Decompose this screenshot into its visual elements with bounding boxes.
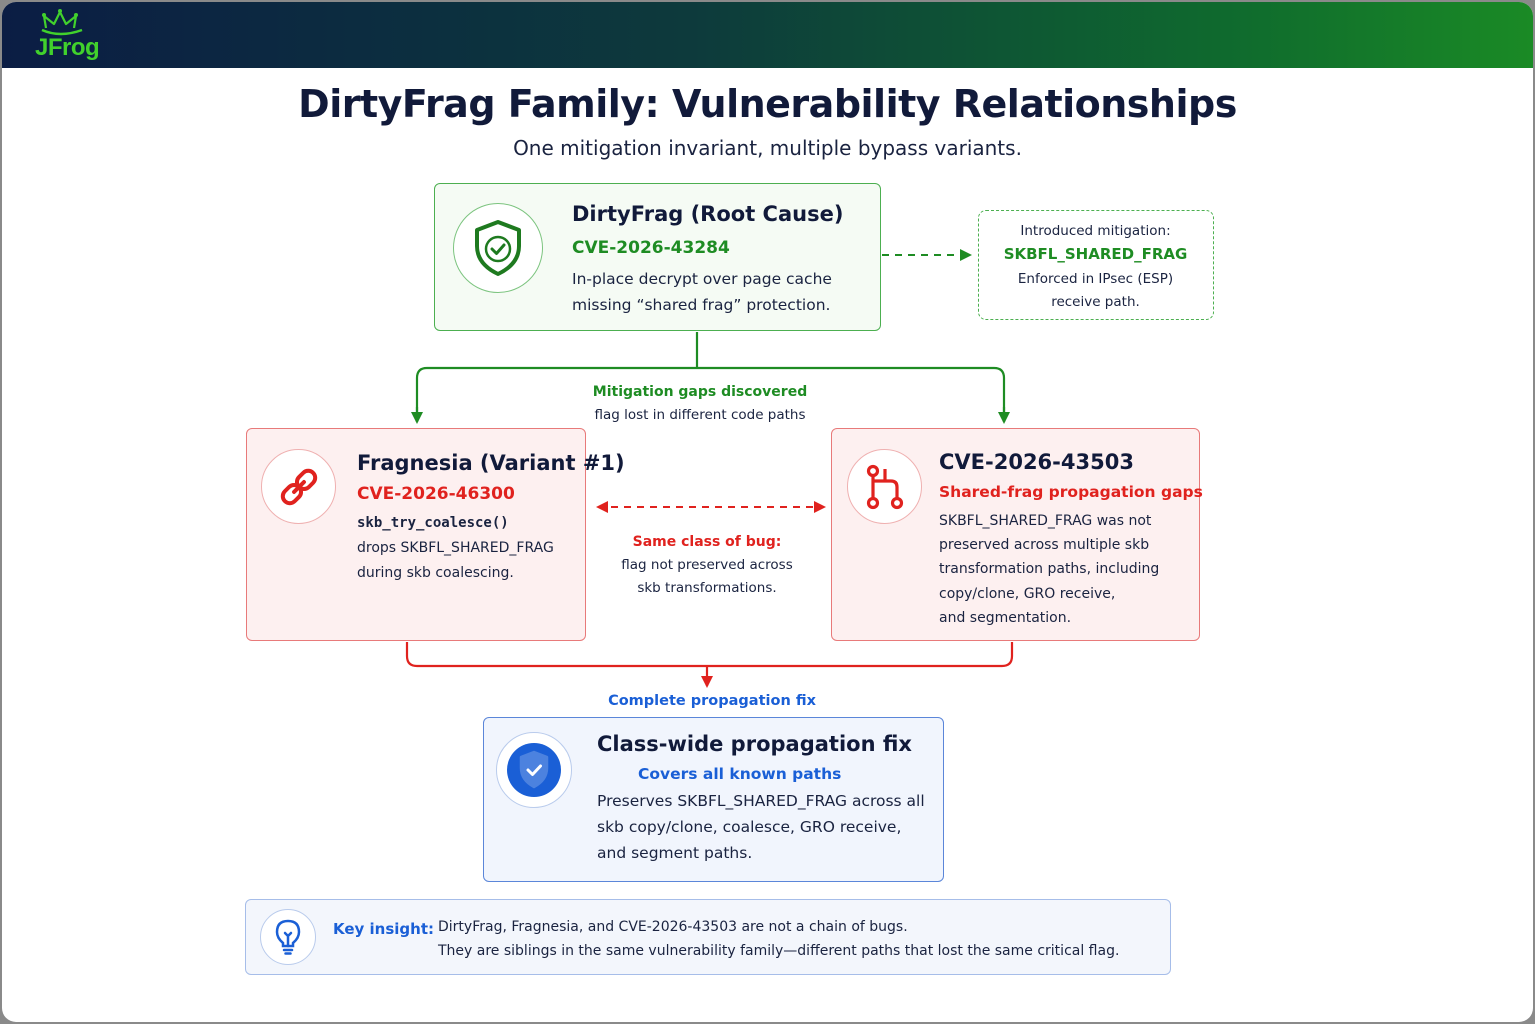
same-class-line1: flag not preserved across — [621, 557, 793, 573]
logo-text: JFrog — [35, 34, 100, 61]
fix-line2: skb copy/clone, coalesce, GRO receive, — [597, 818, 902, 836]
variant1-title: Fragnesia (Variant #1) — [357, 451, 625, 475]
insight-box: Key insight: DirtyFrag, Fragnesia, and C… — [245, 899, 1171, 975]
fix-line1: Preserves SKBFL_SHARED_FRAG across all — [597, 792, 925, 810]
mitigation-flag: SKBFL_SHARED_FRAG — [1003, 245, 1188, 263]
fix-label: Complete propagation fix — [608, 693, 816, 709]
variant2-line5: and segmentation. — [939, 610, 1072, 626]
root-desc-line2: missing “shared frag” protection. — [572, 296, 831, 314]
fix-line3: and segment paths. — [597, 844, 753, 862]
root-cause-box: DirtyFrag (Root Cause) CVE-2026-43284 In… — [434, 183, 881, 331]
gaps-label: Mitigation gaps discovered — [592, 384, 808, 400]
insight-line2: They are siblings in the same vulnerabil… — [438, 943, 1120, 959]
insight-line1: DirtyFrag, Fragnesia, and CVE-2026-43503… — [438, 919, 908, 935]
root-title: DirtyFrag (Root Cause) — [572, 202, 844, 226]
root-desc-line1: In-place decrypt over page cache — [572, 270, 832, 288]
variant2-line3: transformation paths, including — [939, 561, 1160, 577]
gap-split-line — [415, 332, 1006, 417]
page-subtitle: One mitigation invariant, multiple bypas… — [513, 136, 1022, 160]
variant1-desc-line2: during skb coalescing. — [357, 565, 514, 581]
header-bar: JFrog — [2, 2, 1533, 68]
variant2-line2: preserved across multiple skb — [939, 537, 1150, 553]
variant2-title: CVE-2026-43503 — [939, 450, 1134, 474]
mitigation-box: Introduced mitigation: SKBFL_SHARED_FRAG… — [978, 210, 1214, 320]
variant1-desc-line1: drops SKBFL_SHARED_FRAG — [357, 540, 554, 556]
variant1-func: skb_try_coalesce() — [357, 515, 509, 531]
insight-label: Key insight: — [333, 920, 435, 938]
page-title: DirtyFrag Family: Vulnerability Relation… — [298, 82, 1237, 126]
fix-title: Class-wide propagation fix — [597, 732, 912, 756]
fix-box: Class-wide propagation fix Covers all kn… — [483, 717, 944, 882]
gaps-desc: flag lost in different code paths — [594, 407, 806, 423]
fix-subtitle: Covers all known paths — [638, 765, 842, 783]
jfrog-logo: JFrog — [32, 8, 102, 66]
variant1-icon-circle — [261, 449, 336, 524]
variant1-cve: CVE-2026-46300 — [357, 484, 515, 504]
root-cve: CVE-2026-43284 — [572, 238, 730, 258]
same-class-label: Same class of bug: — [632, 534, 782, 550]
shield-check-icon — [475, 220, 521, 276]
link-icon — [280, 468, 317, 505]
variant1-box: Fragnesia (Variant #1) CVE-2026-46300 sk… — [246, 428, 625, 641]
mitigation-line3: Enforced in IPsec (ESP) — [1017, 271, 1174, 287]
mitigation-line4: receive path. — [1051, 294, 1140, 310]
root-icon-circle — [453, 203, 543, 293]
branch-icon — [866, 464, 903, 509]
fix-icon-circle — [496, 732, 572, 808]
merge-line — [405, 642, 1014, 668]
variant2-box: CVE-2026-43503 Shared-frag propagation g… — [831, 428, 1203, 641]
variant2-line1: SKBFL_SHARED_FRAG was not — [939, 513, 1152, 529]
mitigation-line1: Introduced mitigation: — [1020, 223, 1171, 239]
lightbulb-icon — [275, 919, 301, 955]
variant2-subtitle: Shared-frag propagation gaps — [939, 483, 1203, 501]
variant2-line4: copy/clone, GRO receive, — [939, 586, 1116, 602]
same-class-line2: skb transformations. — [637, 580, 777, 596]
variant2-icon-circle — [847, 449, 922, 524]
insight-icon-circle — [260, 909, 316, 965]
frog-crown-icon — [41, 9, 83, 36]
shield-check-icon — [507, 743, 561, 797]
